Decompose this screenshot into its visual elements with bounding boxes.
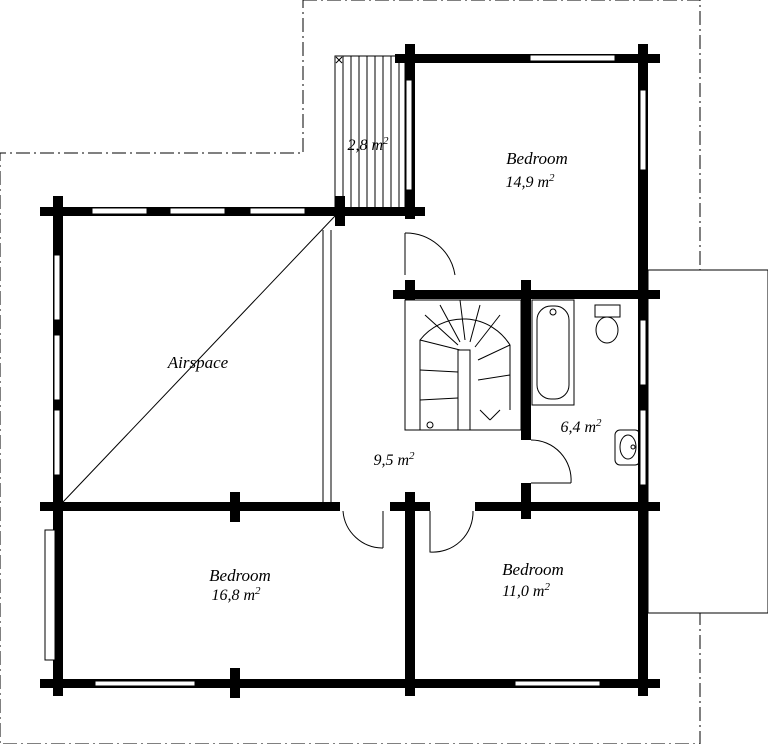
room-area-hall: 9,5 m2	[373, 450, 415, 469]
staircase	[404, 299, 522, 431]
toilet	[594, 304, 621, 344]
roof-outline	[0, 0, 701, 744]
sink	[614, 429, 641, 466]
doors	[342, 232, 572, 553]
room-name-bedroom-sw: Bedroom	[209, 566, 271, 585]
room-area-bedroom-ne: 14,9 m2	[505, 172, 555, 191]
airspace-marks	[62, 215, 336, 503]
room-name-bedroom-se: Bedroom	[502, 560, 564, 579]
room-area-bathroom: 6,4 m2	[560, 417, 602, 436]
room-name-bedroom-ne: Bedroom	[506, 149, 568, 168]
windows	[44, 54, 647, 687]
terrace-outline	[647, 269, 768, 614]
room-area-bedroom-sw: 16,8 m2	[211, 585, 261, 604]
room-area-bedroom-se: 11,0 m2	[502, 581, 550, 600]
balcony-deck	[334, 55, 406, 212]
room-area-balcony: 2,8 m2	[347, 135, 389, 154]
bathtub	[531, 299, 575, 406]
room-name-airspace: Airspace	[167, 353, 229, 372]
